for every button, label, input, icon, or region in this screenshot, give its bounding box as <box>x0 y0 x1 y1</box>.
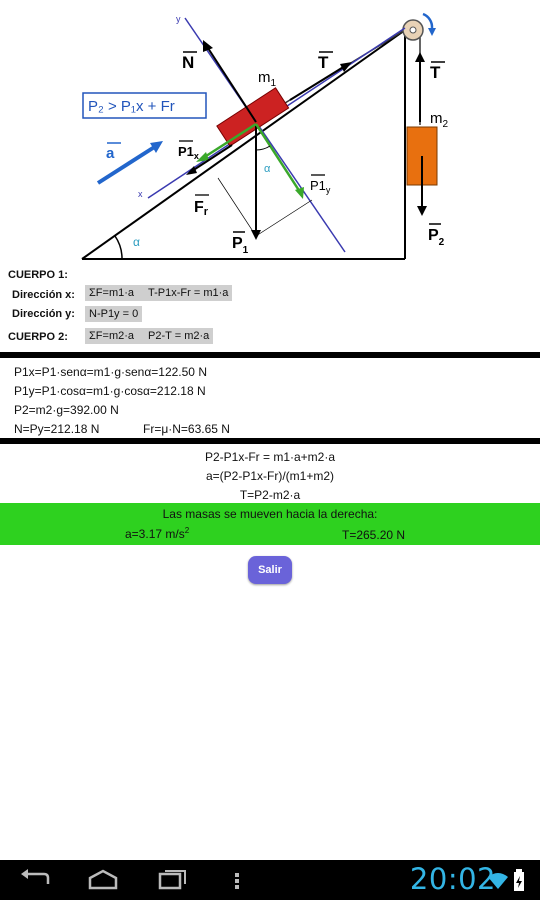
projection-line-1 <box>255 199 313 237</box>
solution-line-3: T=P2-m2·a <box>239 488 301 502</box>
tension-arrow-1 <box>289 65 346 101</box>
y-axis <box>184 17 346 253</box>
solution-line-1: P2-P1x-Fr = m1·a+m2·a <box>204 450 336 464</box>
m2-label: m2 <box>430 110 449 130</box>
dir-y-eq: N-P1y = 0 <box>89 308 139 320</box>
menu-icon[interactable] <box>232 872 244 890</box>
n-value: N=Py=212.18 N <box>14 422 100 436</box>
dir-y-label: Dirección y: <box>12 308 75 320</box>
navigation-bar <box>0 860 540 900</box>
x-axis-label: x <box>138 189 143 199</box>
tension-result: T=265.20 N <box>342 528 406 542</box>
dir-y-equation: N-P1y = 0 <box>85 306 143 322</box>
p2-label: P2 <box>428 227 445 248</box>
cuerpo2-eq1: ΣF=m2·a <box>89 330 135 342</box>
normal-force-label: N <box>182 53 194 72</box>
dir-x-eq2: T-P1x-Fr = m1·a <box>148 287 229 299</box>
p1-label: P1 <box>232 235 249 256</box>
home-icon[interactable] <box>86 868 120 892</box>
m1-label: m1 <box>258 69 277 89</box>
p1y-arrow <box>254 123 302 193</box>
result-heading: Las masas se mueven hacia la derecha: <box>162 507 378 521</box>
cuerpo1-title: CUERPO 1: <box>8 269 68 281</box>
solution-line-2: a=(P2-P1x-Fr)/(m1+m2) <box>205 469 335 483</box>
projection-line-2 <box>217 177 257 237</box>
pulley-axle <box>409 26 417 34</box>
normal-force-arrow <box>205 44 257 123</box>
fr-value: Fr=μ·N=63.65 N <box>143 422 230 436</box>
dir-x-equation: ΣF=m1·a T-P1x-Fr = m1·a <box>85 285 233 301</box>
cuerpo2-eq2: P2-T = m2·a <box>148 330 210 342</box>
tension-label-1: T <box>318 53 329 72</box>
acceleration-label: a <box>106 145 115 162</box>
angle-arc <box>114 235 123 260</box>
friction-label: Fr <box>194 199 209 218</box>
alpha-block-label: α <box>264 163 271 175</box>
p2-value: P2=m2·g=392.00 N <box>14 403 119 417</box>
exit-button[interactable]: Salir <box>248 556 292 584</box>
tension-label-2: T <box>430 63 441 82</box>
y-axis-label: y <box>176 14 181 24</box>
battery-icon <box>514 869 524 891</box>
divider-1 <box>0 352 540 358</box>
friction-arrow <box>191 144 233 172</box>
rotation-arrow <box>422 12 434 29</box>
p1y-value: P1y=P1·cosα=m1·g·cosα=212.18 N <box>14 384 206 398</box>
normal-force-arrowhead <box>203 40 213 52</box>
p1y-label: P1y <box>310 178 331 195</box>
angle-label: α <box>133 235 140 249</box>
cuerpo2-title: CUERPO 2: <box>8 331 68 343</box>
acceleration-result: a=3.17 m/s2 <box>125 526 190 541</box>
dir-x-eq1: ΣF=m1·a <box>89 287 135 299</box>
condition-text: P₂ > P₁x + Fr <box>88 98 175 115</box>
dir-x-label: Dirección x: <box>12 289 75 301</box>
p1x-value: P1x=P1·senα=m1·g·senα=122.50 N <box>14 365 207 379</box>
divider-2 <box>0 438 540 444</box>
cuerpo2-equation: ΣF=m2·a P2-T = m2·a <box>85 328 214 344</box>
p1x-label: P1x <box>178 144 199 161</box>
result-banner: Las masas se mueven hacia la derecha: a=… <box>0 503 540 545</box>
force-diagram: α y x N T m1 P1 P1x P1y α Fr a <box>81 12 449 260</box>
wifi-icon <box>488 873 508 889</box>
rotation-arrow-head <box>428 28 436 36</box>
incline-line <box>81 29 406 260</box>
back-icon[interactable] <box>18 868 52 892</box>
acceleration-arrow <box>96 144 158 185</box>
condition-box <box>82 92 207 119</box>
status-clock: 20:02 <box>409 862 496 896</box>
p1x-arrow <box>202 122 257 160</box>
recent-apps-icon[interactable] <box>156 868 190 892</box>
